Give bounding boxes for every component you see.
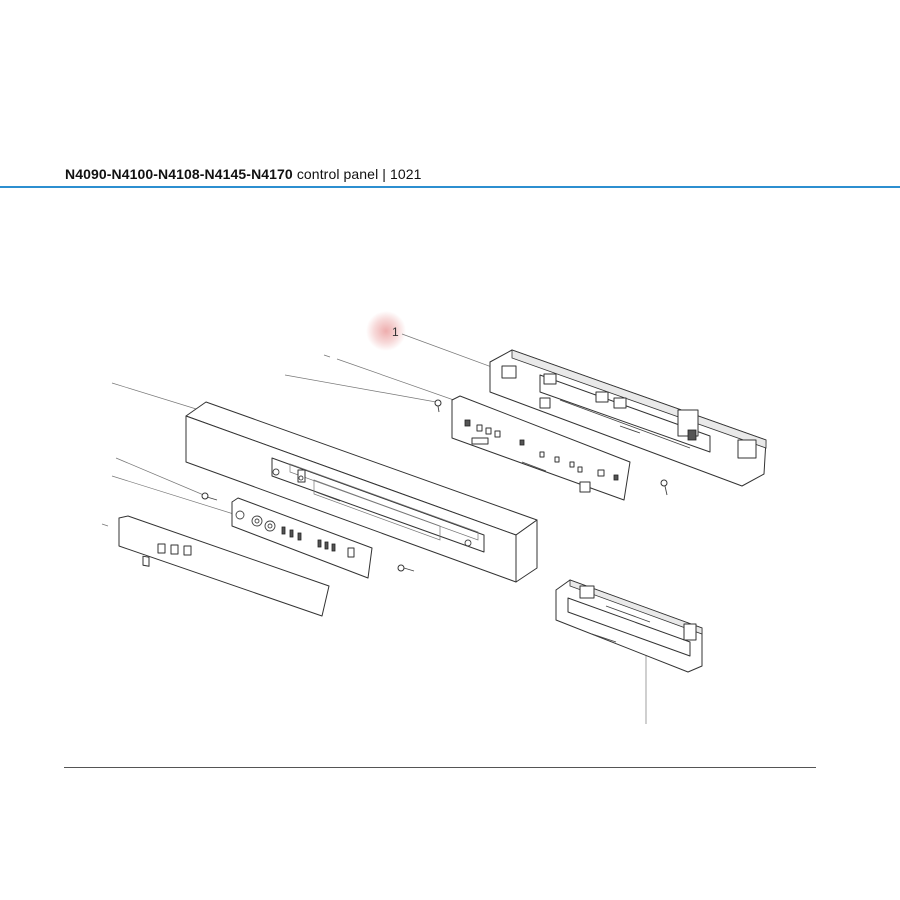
page-title: N4090-N4100-N4108-N4145-N4170 control pa… (65, 166, 422, 182)
control-panel-fascia (185, 401, 538, 583)
title-description: control panel | 1021 (292, 166, 422, 182)
lower-housing (555, 579, 703, 673)
electronic-board (451, 395, 631, 501)
leader-lines (101, 354, 647, 724)
footer-rule (64, 767, 816, 768)
header-rule (0, 186, 900, 188)
button-board (231, 497, 373, 579)
top-housing (489, 349, 767, 487)
model-codes: N4090-N4100-N4108-N4145-N4170 (65, 166, 293, 182)
callout-highlight (366, 311, 406, 351)
callout-label-1: 1 (392, 325, 399, 339)
control-overlay (118, 515, 330, 617)
screws (201, 399, 668, 572)
